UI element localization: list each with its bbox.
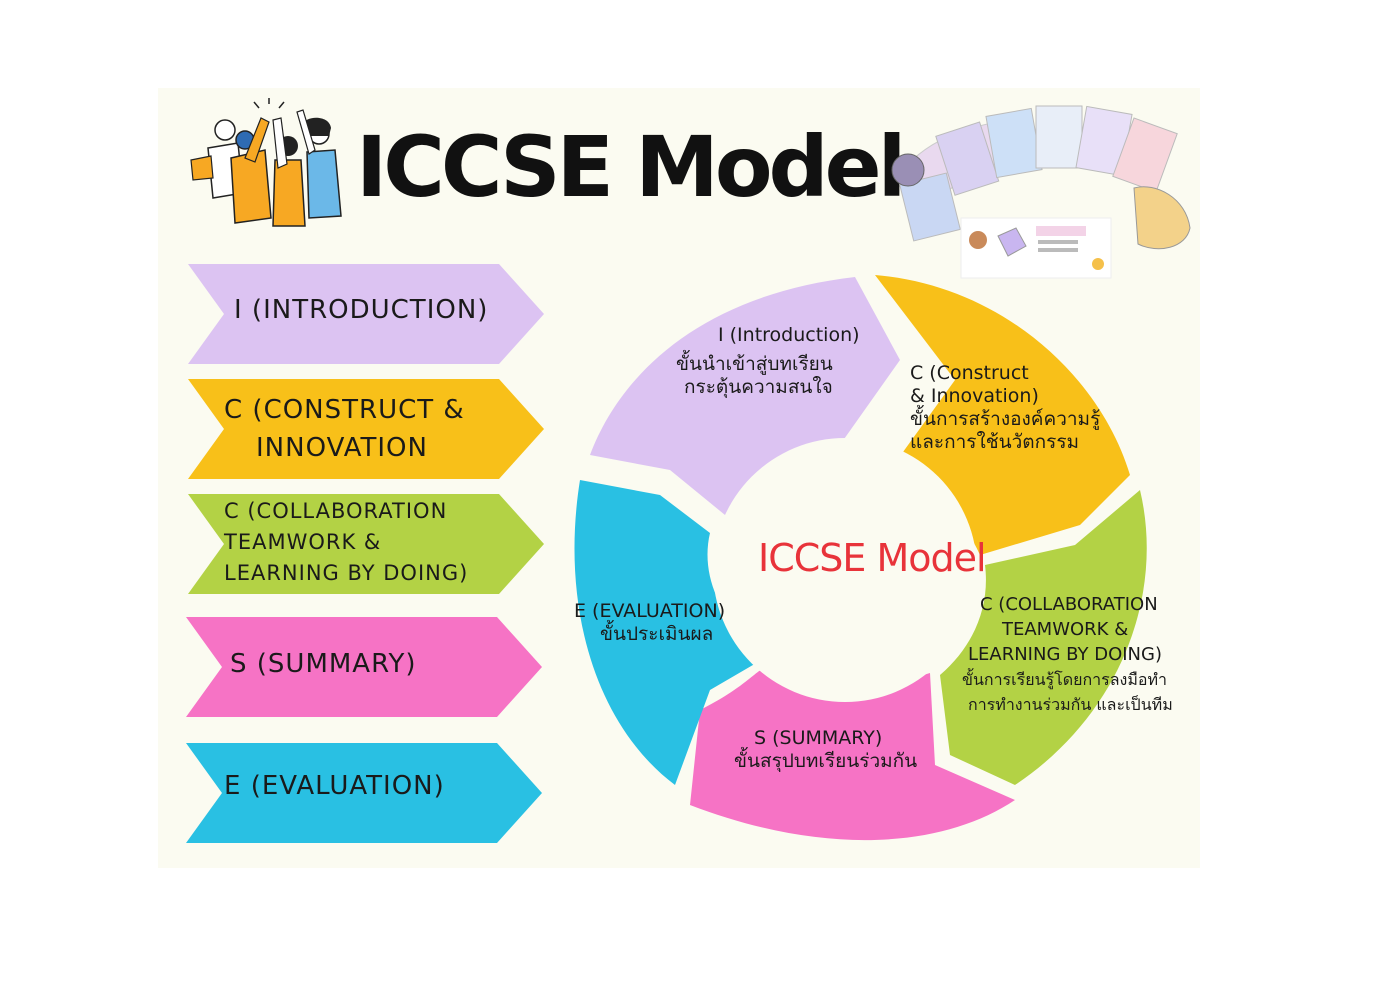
collab-line2: TEAMWORK & — [1002, 619, 1129, 640]
arrow-fill — [188, 264, 544, 364]
step-label-line1: C (CONSTRUCT & — [224, 395, 465, 425]
construct-line2: & Innovation) — [910, 385, 1039, 407]
cycle-center-circle — [713, 438, 977, 702]
cycle-diagram — [574, 275, 1147, 841]
collab-line5: การทำงานร่วมกัน และเป็นทีม — [968, 695, 1173, 714]
step-label-line3: LEARNING BY DOING) — [224, 561, 469, 585]
step-arrow-collaboration: C (COLLABORATION TEAMWORK & LEARNING BY … — [186, 492, 546, 596]
cycle-segment-summary — [690, 669, 1015, 841]
cycle-label-summary: S (SUMMARY) ขั้นสรุปบทเรียนร่วมกัน — [734, 727, 917, 773]
arrow-fill — [186, 617, 542, 717]
summary-line2: ขั้นสรุปบทเรียนร่วมกัน — [734, 750, 918, 772]
construct-line4: และการใช้นวัตกรรม — [910, 431, 1080, 453]
page-title: ICCSE Model — [356, 118, 906, 216]
arrow-fill — [188, 494, 544, 594]
step-label: S (SUMMARY) — [230, 649, 417, 679]
arrow-fill — [186, 743, 542, 843]
worksheet-collage-image — [891, 105, 1191, 279]
intro-line3: กระตุ้นความสนใจ — [684, 376, 833, 398]
step-label-line1: C (COLLABORATION — [224, 499, 448, 523]
collab-line3: LEARNING BY DOING) — [968, 644, 1162, 665]
arrow-shape — [188, 264, 544, 364]
arrow-shape — [188, 379, 544, 479]
evaluation-line1: E (EVALUATION) — [574, 600, 726, 622]
cycle-label-evaluation: E (EVALUATION) ขั้นประเมินผล — [574, 600, 725, 646]
step-arrow-construct: C (CONSTRUCT & INNOVATION — [186, 377, 546, 481]
construct-line3: ขั้นการสร้างองค์ความรู้ — [910, 408, 1101, 430]
cycle-label-collaboration: C (COLLABORATION TEAMWORK & LEARNING BY … — [962, 592, 1173, 717]
step-label-line2: TEAMWORK & — [224, 530, 382, 554]
collab-line4: ขั้นการเรียนรู้โดยการลงมือทำ — [962, 670, 1168, 689]
cycle-segment-evaluation — [574, 480, 770, 785]
evaluation-line2: ขั้นประเมินผล — [600, 623, 714, 645]
collab-line1: C (COLLABORATION — [980, 594, 1158, 615]
step-arrow-introduction: I (INTRODUCTION) — [186, 262, 546, 366]
arrow-shape — [186, 617, 542, 717]
cycle-label-construct: C (Construct & Innovation) ขั้นการสร้างอ… — [910, 362, 1100, 454]
arrow-shape — [186, 743, 542, 843]
arrow-shape — [188, 494, 544, 594]
intro-line2: ขั้นนำเข้าสู่บทเรียน — [676, 353, 833, 375]
intro-line1: I (Introduction) — [718, 324, 860, 346]
step-label: I (INTRODUCTION) — [234, 295, 489, 325]
step-arrow-evaluation: E (EVALUATION) — [184, 741, 544, 845]
step-label-line2: INNOVATION — [256, 433, 428, 463]
summary-line1: S (SUMMARY) — [754, 727, 883, 749]
team-high-five-illustration — [190, 98, 342, 227]
cycle-segment-collaboration — [940, 490, 1147, 785]
step-label: E (EVALUATION) — [224, 771, 445, 801]
arrow-fill — [188, 379, 544, 479]
cycle-center-title: ICCSE Model — [758, 536, 987, 580]
cycle-label-introduction: I (Introduction) ขั้นนำเข้าสู่บทเรียน กร… — [676, 324, 860, 399]
step-arrow-summary: S (SUMMARY) — [184, 615, 544, 719]
construct-line1: C (Construct — [910, 362, 1029, 384]
